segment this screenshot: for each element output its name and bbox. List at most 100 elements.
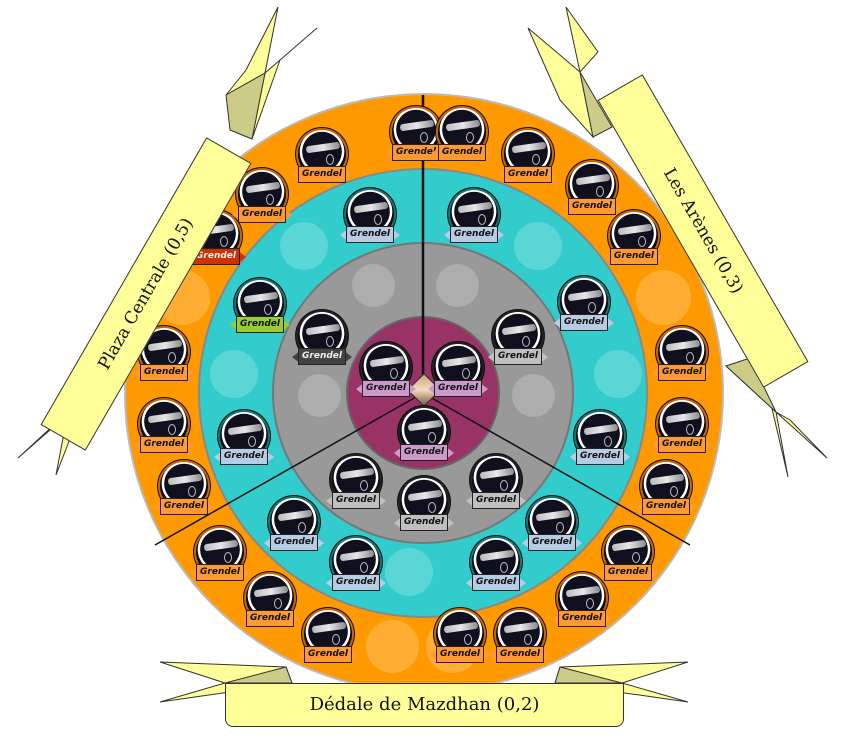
token-middle[interactable]: Grendel xyxy=(340,190,400,252)
token-outer[interactable]: Grendel xyxy=(292,130,352,192)
ribbon-tail-left xyxy=(326,494,335,508)
ribbon-tail-left xyxy=(214,450,223,464)
ribbon-tail-left xyxy=(444,228,453,242)
token-label: Grendel xyxy=(298,348,346,365)
ribbon-tail-left xyxy=(430,648,439,662)
ear xyxy=(428,502,436,513)
token-outer[interactable]: Grendel xyxy=(430,610,490,672)
ear xyxy=(248,436,256,447)
ribbon-tail-left xyxy=(386,146,395,160)
token-inner[interactable]: Grendel xyxy=(292,312,352,374)
headband xyxy=(339,549,375,562)
token-label: Grendel xyxy=(568,198,616,215)
banner-dedale-de-mazdhan[interactable]: Dédale de Mazdhan (0,2) xyxy=(225,683,624,727)
token-outer[interactable]: Grendel xyxy=(552,574,612,636)
ear xyxy=(522,336,530,347)
ribbon-tail-right xyxy=(687,500,696,514)
token-label: Grendel xyxy=(558,610,606,627)
token-ribbon: Grendel xyxy=(326,492,386,509)
headband xyxy=(535,509,571,522)
token-label: Grendel xyxy=(332,574,380,591)
left-ribbon-top-tails xyxy=(225,6,318,140)
token-outer[interactable]: Grendel xyxy=(604,212,664,274)
divider-line-southwest xyxy=(154,392,424,546)
headband xyxy=(457,201,493,214)
token-label: Grendel xyxy=(332,492,380,509)
empty-slot[interactable] xyxy=(385,548,433,596)
token-ribbon: Grendel xyxy=(552,610,612,627)
token-outer[interactable]: Grendel xyxy=(652,328,712,390)
headband xyxy=(441,355,477,368)
empty-slot[interactable] xyxy=(514,222,562,270)
ribbon-tail-right xyxy=(377,576,386,590)
ribbon-tail-left xyxy=(230,318,239,332)
empty-slot[interactable] xyxy=(366,620,419,673)
token-outer[interactable]: Grendel xyxy=(636,462,696,524)
token-middle[interactable]: Grendel xyxy=(230,280,290,342)
ear xyxy=(670,486,678,497)
empty-slot[interactable] xyxy=(210,350,258,398)
empty-slot[interactable] xyxy=(594,350,642,398)
token-outer[interactable]: Grendel xyxy=(154,462,214,524)
ribbon-tail-right xyxy=(621,450,630,464)
token-outer[interactable]: Grendel xyxy=(498,130,558,192)
token-middle[interactable]: Grendel xyxy=(570,412,630,474)
token-middle[interactable]: Grendel xyxy=(264,498,324,560)
token-outer[interactable]: Grendel xyxy=(134,400,194,462)
headband xyxy=(245,181,281,194)
token-ribbon: Grendel xyxy=(326,574,386,591)
token-outer[interactable]: Grendel xyxy=(298,610,358,672)
empty-slot[interactable] xyxy=(512,374,556,418)
token-ribbon: Grendel xyxy=(240,610,300,627)
token-label: Grendel xyxy=(362,380,410,397)
token-center[interactable]: Grendel xyxy=(394,408,454,470)
token-middle[interactable]: Grendel xyxy=(326,538,386,600)
empty-slot[interactable] xyxy=(352,264,396,308)
token-middle[interactable]: Grendel xyxy=(444,190,504,252)
ribbon-tail-left xyxy=(190,566,199,580)
token-label: Grendel xyxy=(576,448,624,465)
empty-slot[interactable] xyxy=(636,270,692,326)
token-center[interactable]: Grendel xyxy=(428,344,488,406)
token-outer[interactable]: Grendel xyxy=(232,170,292,232)
token-outer[interactable]: Grendel xyxy=(432,108,492,170)
headband xyxy=(407,489,443,502)
token-middle[interactable]: Grendel xyxy=(554,278,614,340)
ribbon-tail-right xyxy=(343,168,352,182)
token-middle[interactable]: Grendel xyxy=(214,412,274,474)
token-inner[interactable]: Grendel xyxy=(466,456,526,518)
token-inner[interactable]: Grendel xyxy=(394,478,454,540)
ribbon-tail-right xyxy=(185,366,194,380)
bottom-ribbon-tails xyxy=(159,661,689,703)
token-inner[interactable]: Grendel xyxy=(326,456,386,518)
ear xyxy=(220,236,228,247)
ribbon-tail-right xyxy=(281,318,290,332)
token-middle[interactable]: Grendel xyxy=(466,538,526,600)
token-middle[interactable]: Grendel xyxy=(522,498,582,560)
ear xyxy=(374,214,382,225)
headband xyxy=(399,119,435,132)
empty-slot[interactable] xyxy=(298,374,342,418)
empty-slot[interactable] xyxy=(436,264,480,308)
token-ribbon: Grendel xyxy=(652,436,712,453)
token-outer[interactable]: Grendel xyxy=(240,574,300,636)
ribbon-tail-right xyxy=(495,228,504,242)
headband xyxy=(353,201,389,214)
ribbon-tail-right xyxy=(573,536,582,550)
token-center[interactable]: Grendel xyxy=(356,344,416,406)
token-outer[interactable]: Grendel xyxy=(190,528,250,590)
token-outer[interactable]: Grendel xyxy=(598,528,658,590)
ribbon-tail-left xyxy=(498,168,507,182)
token-label: Grendel xyxy=(140,364,188,381)
empty-slot[interactable] xyxy=(280,222,328,270)
token-outer[interactable]: Grendel xyxy=(562,162,622,224)
ribbon-tail-left xyxy=(356,382,365,396)
ribbon-tail-left xyxy=(428,382,437,396)
token-outer[interactable]: Grendel xyxy=(134,328,194,390)
ribbon-tail-left xyxy=(636,500,645,514)
token-label: Grendel xyxy=(472,492,520,509)
token-outer[interactable]: Grendel xyxy=(652,400,712,462)
token-inner[interactable]: Grendel xyxy=(488,312,548,374)
token-outer[interactable]: Grendel xyxy=(490,610,550,672)
